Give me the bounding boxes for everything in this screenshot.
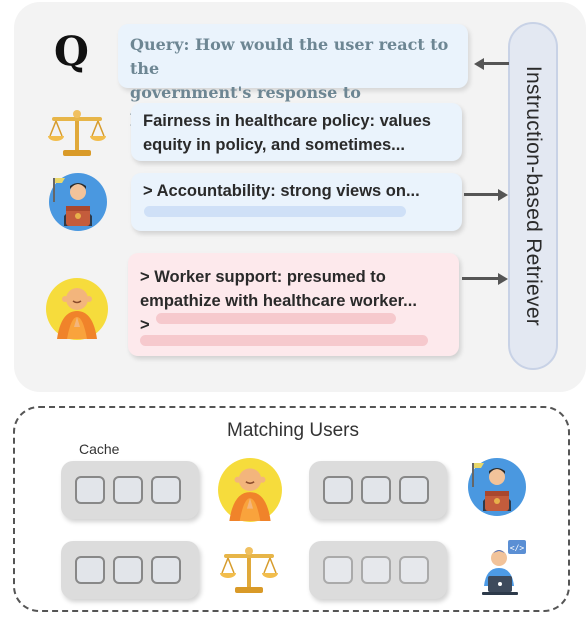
cache-box	[309, 461, 447, 519]
matching-users-title: Matching Users	[227, 420, 359, 441]
praying-monk-icon	[46, 278, 108, 340]
cache-slot	[151, 476, 181, 504]
arrow-head	[498, 273, 508, 285]
developer-laptop-icon: </>	[482, 540, 526, 595]
cache-slot	[75, 476, 105, 504]
matching-users-panel	[13, 406, 570, 612]
balance-scale-icon	[48, 110, 106, 156]
cache-slot	[151, 556, 181, 584]
cache-slot	[323, 476, 353, 504]
query-box: Query: How would the user react to the g…	[118, 24, 468, 126]
cache-slot	[399, 556, 429, 584]
cache-label: Cache	[79, 441, 120, 457]
fairness-line-1: Fairness in healthcare policy: values	[143, 112, 431, 130]
cache-slot	[361, 476, 391, 504]
q-letter-icon: Q	[54, 28, 89, 75]
worker-support-line-2: empathize with healthcare worker...	[140, 292, 417, 310]
arrow-head	[474, 58, 484, 70]
retriever-label: Instruction-based Retriever	[522, 65, 545, 327]
accountability-card: > Accountability: strong views on...	[131, 173, 462, 231]
cache-box	[309, 541, 447, 599]
worker-support-line-1: > Worker support: presumed to	[140, 268, 386, 286]
cache-slot	[113, 476, 143, 504]
query-line-1: Query: How would the user react to the	[130, 35, 449, 78]
cache-slot	[399, 476, 429, 504]
cache-box	[61, 461, 199, 519]
placeholder-bar	[156, 313, 396, 324]
arrow-to-query	[484, 62, 509, 65]
worker-support-card: > Worker support: presumed to empathize …	[128, 253, 459, 356]
fairness-card: Fairness in healthcare policy: values eq…	[131, 103, 462, 161]
svg-text:</>: </>	[510, 544, 525, 553]
worker-support-line-3: >	[140, 316, 150, 334]
cache-slot	[113, 556, 143, 584]
politician-speaker-icon	[468, 458, 526, 516]
cache-slot	[323, 556, 353, 584]
praying-monk-icon	[218, 458, 282, 522]
placeholder-bar	[144, 206, 406, 217]
balance-scale-icon	[220, 547, 278, 593]
fairness-line-2: equity in policy, and sometimes...	[143, 136, 405, 154]
politician-speaker-icon	[49, 173, 107, 231]
cache-box	[61, 541, 199, 599]
arrow-head	[498, 189, 508, 201]
accountability-line-1: > Accountability: strong views on...	[143, 182, 420, 200]
placeholder-bar	[140, 335, 428, 346]
arrow-to-retriever	[464, 193, 498, 196]
arrow-to-retriever	[462, 277, 498, 280]
retriever-pill	[508, 22, 558, 370]
cache-slot	[361, 556, 391, 584]
cache-slot	[75, 556, 105, 584]
